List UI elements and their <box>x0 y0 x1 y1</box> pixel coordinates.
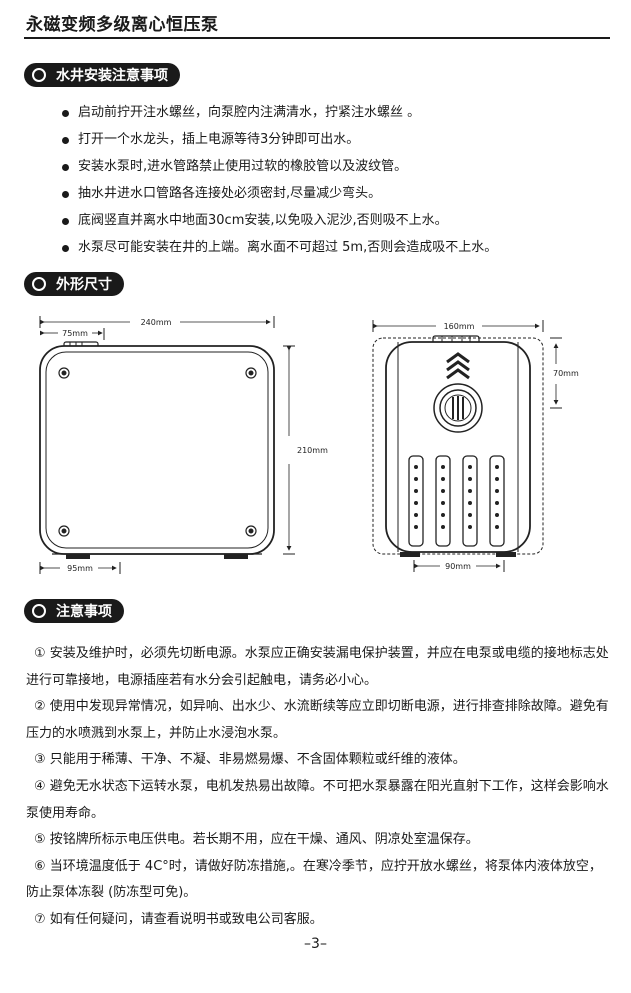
list-item: 启动前拧开注水螺丝，向泵腔内注满清水，拧紧注水螺丝 。 <box>62 102 497 129</box>
title-divider <box>24 37 610 39</box>
side-bottom-label: 90mm <box>445 562 471 571</box>
well-install-list: 启动前拧开注水螺丝，向泵腔内注满清水，拧紧注水螺丝 。 打开一个水龙头，插上电源… <box>62 102 497 264</box>
note-item: ④ 避免无水状态下运转水泵，电机发热易出故障。不可把水泵暴露在阳光直射下工作，这… <box>26 778 609 821</box>
note-item: ① 安装及维护时，必须先切断电源。水泵应正确安装漏电保护装置，并应在电泵或电缆的… <box>26 646 609 688</box>
front-bottom-label: 95mm <box>67 564 93 573</box>
circle-icon <box>32 604 46 618</box>
bullet-icon <box>62 137 69 144</box>
bullet-icon <box>62 164 69 171</box>
circle-icon <box>32 68 46 82</box>
section-heading-notes: 注意事项 <box>24 599 124 623</box>
bullet-icon <box>62 218 69 225</box>
section-heading-label: 外形尺寸 <box>56 277 112 293</box>
front-width-label: 240mm <box>141 318 172 327</box>
section-heading-well: 水井安装注意事项 <box>24 63 180 87</box>
bullet-icon <box>62 110 69 117</box>
document-title: 永磁变频多级离心恒压泵 <box>26 15 219 35</box>
list-item: 抽水井进水口管路各连接处必须密封,尽量减少弯头。 <box>62 183 497 210</box>
front-view-drawing <box>39 316 295 574</box>
vent-dots <box>414 465 499 529</box>
list-item-text: 启动前拧开注水螺丝，向泵腔内注满清水，拧紧注水螺丝 。 <box>78 105 421 120</box>
section-heading-label: 水井安装注意事项 <box>56 68 168 84</box>
notes-list: ① 安装及维护时，必须先切断电源。水泵应正确安装漏电保护装置，并应在电泵或电缆的… <box>26 641 610 934</box>
side-top-label: 70mm <box>553 369 579 378</box>
section-heading-dimensions: 外形尺寸 <box>24 272 124 296</box>
list-item: 水泵尽可能安装在井的上端。离水面不可超过 5m,否则会造成吸不上水。 <box>62 237 497 264</box>
list-item-text: 打开一个水龙头，插上电源等待3分钟即可出水。 <box>78 132 360 147</box>
list-item-text: 抽水井进水口管路各连接处必须密封,尽量减少弯头。 <box>78 186 382 201</box>
section-heading-label: 注意事项 <box>56 604 112 620</box>
front-offset-label: 75mm <box>62 329 88 338</box>
note-item: ② 使用中发现异常情况，如异响、出水少、水流断续等应立即切断电源，进行排查排除故… <box>26 699 609 741</box>
bullet-icon <box>62 245 69 252</box>
page-number: –3– <box>304 936 327 952</box>
note-item: ③ 只能用于稀薄、干净、不凝、非易燃易爆、不含固体颗粒或纤维的液体。 <box>34 752 466 768</box>
list-item: 打开一个水龙头，插上电源等待3分钟即可出水。 <box>62 129 497 156</box>
circle-icon <box>32 277 46 291</box>
list-item: 安装水泵时,进水管路禁止使用过软的橡胶管以及波纹管。 <box>62 156 497 183</box>
dimension-drawings: 240mm 75mm 210mm 95mm <box>39 316 579 574</box>
list-item: 底阀竖直并离水中地面30cm安装,以免吸入泥沙,否则吸不上水。 <box>62 210 497 237</box>
list-item-text: 水泵尽可能安装在井的上端。离水面不可超过 5m,否则会造成吸不上水。 <box>78 240 498 255</box>
list-item-text: 安装水泵时,进水管路禁止使用过软的橡胶管以及波纹管。 <box>78 159 408 174</box>
bullet-icon <box>62 191 69 198</box>
front-height-label: 210mm <box>297 446 328 455</box>
note-item: ⑦ 如有任何疑问，请查看说明书或致电公司客服。 <box>34 911 323 927</box>
side-width-label: 160mm <box>444 322 475 331</box>
list-item-text: 底阀竖直并离水中地面30cm安装,以免吸入泥沙,否则吸不上水。 <box>78 213 448 228</box>
side-view-drawing <box>372 320 562 572</box>
note-item: ⑤ 按铭牌所标示电压供电。若长期不用，应在干燥、通风、阴凉处室温保存。 <box>34 832 479 848</box>
note-item: ⑥ 当环境温度低于 4C°时，请做好防冻措施,。在寒冷季节，应拧开放水螺丝，将泵… <box>26 858 602 901</box>
